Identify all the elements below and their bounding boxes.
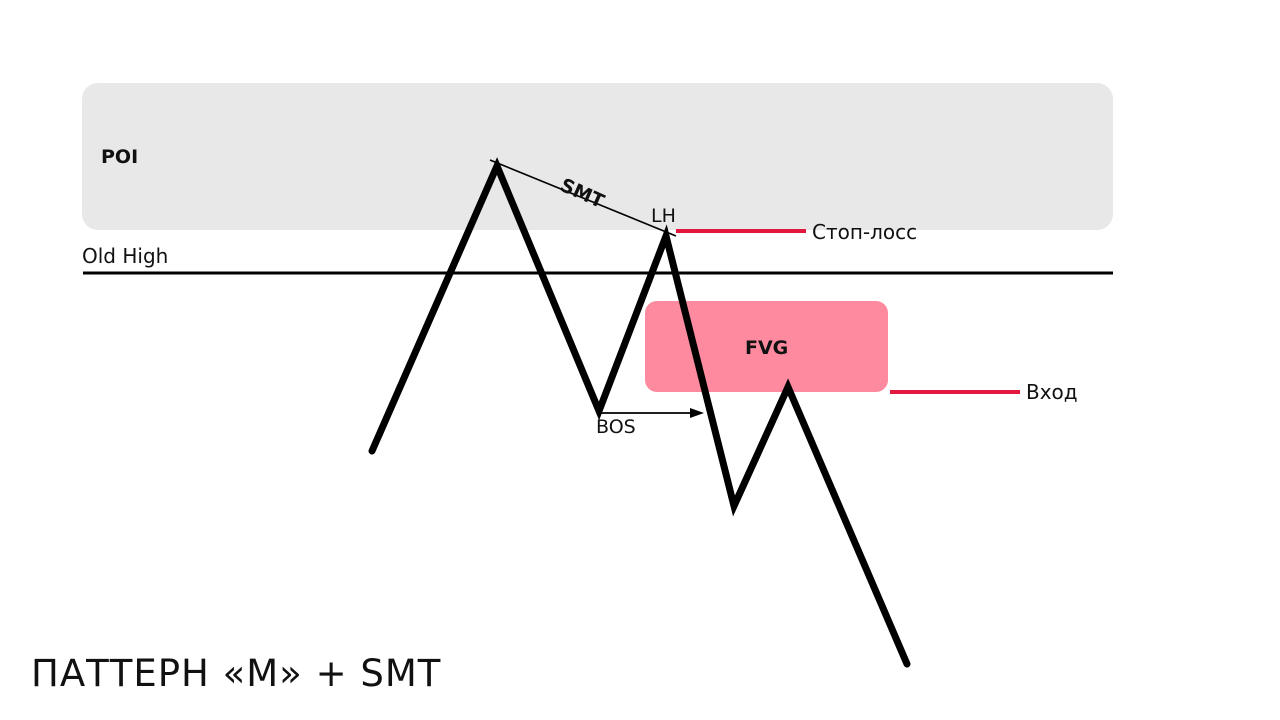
poi-zone <box>82 83 1113 230</box>
lh-label: LH <box>651 205 676 227</box>
fvg-label: FVG <box>745 337 789 359</box>
entry-label: Вход <box>1026 380 1078 404</box>
poi-label: POI <box>101 146 139 168</box>
bos-label: BOS <box>596 416 636 438</box>
diagram-title: ПАТТЕРН «М» + SMT <box>31 652 442 695</box>
stop-loss-label: Стоп-лосс <box>812 220 918 244</box>
bos-arrowhead <box>690 408 704 418</box>
old-high-label: Old High <box>82 244 169 268</box>
price-path <box>368 157 911 668</box>
smt-line <box>489 159 677 237</box>
